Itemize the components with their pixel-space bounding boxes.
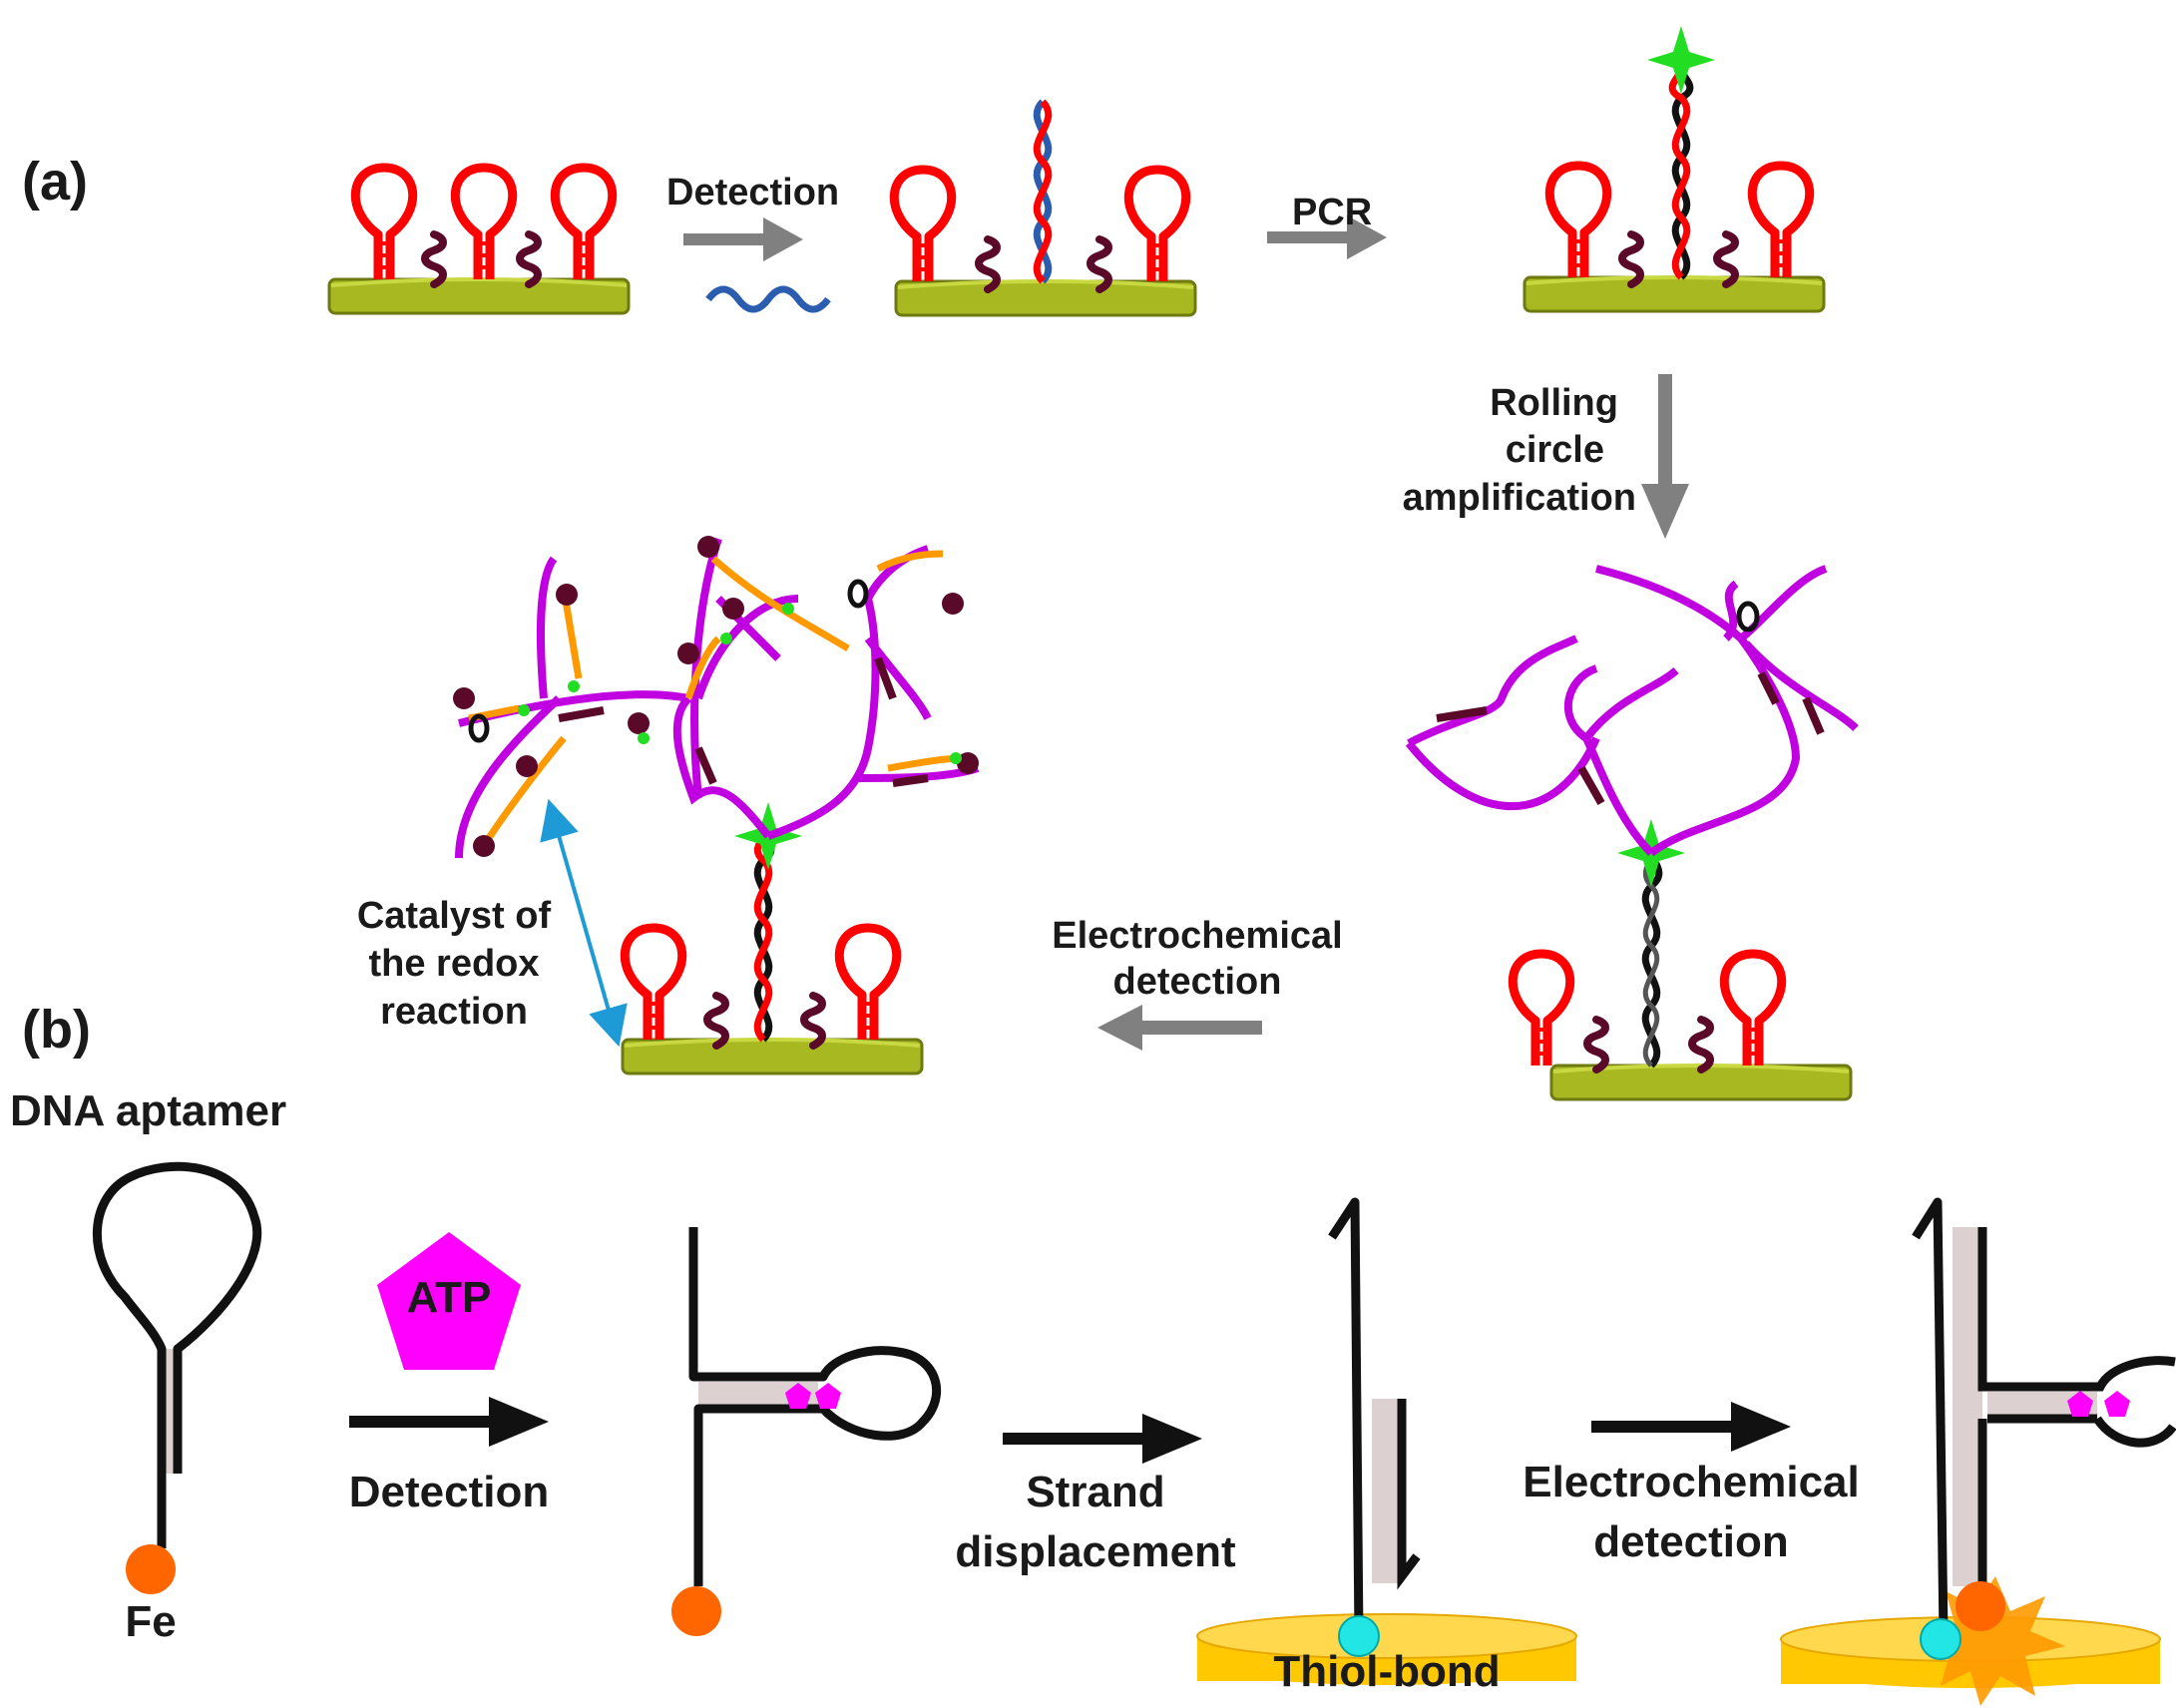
dna-aptamer-label: DNA aptamer (10, 1086, 286, 1135)
electrode-thiol (1196, 1197, 1577, 1685)
strand-arrow (1003, 1414, 1202, 1464)
fe-label: Fe (125, 1597, 176, 1646)
panel-label-b: (b) (22, 1000, 91, 1060)
electrochemical-label-b-1: Electrochemical (1523, 1458, 1860, 1506)
catalytic-complex (453, 536, 980, 1075)
thiol-label: Thiol-bond (1273, 1647, 1500, 1696)
target-strand-icon (705, 285, 831, 313)
strand-label-2: displacement (955, 1527, 1236, 1576)
electrochemical-arrow-b (1591, 1402, 1791, 1452)
pcr-label: PCR (1292, 192, 1372, 233)
rca-label-1: Rolling (1490, 382, 1618, 424)
electrode-final (1780, 1197, 2176, 1706)
electrochemical-label-b-2: detection (1593, 1517, 1789, 1566)
free-aptamer (92, 1161, 262, 1594)
electrochemical-arrow-a (1097, 1005, 1262, 1051)
detection-label-a: Detection (666, 172, 839, 214)
rca-label-2: circle (1506, 429, 1604, 471)
aptamer-atp-complex (671, 1227, 942, 1636)
strand-label-1: Strand (1026, 1468, 1164, 1516)
panel-label-a: (a) (22, 152, 88, 212)
detection-arrow-b (349, 1397, 549, 1447)
catalyst-label-2: the redox (368, 943, 539, 985)
detection-arrow-a (683, 217, 803, 261)
catalyst-label-3: reaction (380, 991, 528, 1033)
electrochemical-label-a-2: detection (1113, 961, 1282, 1003)
electrochemical-label-a-1: Electrochemical (1052, 915, 1342, 957)
rca-arrow (1641, 374, 1689, 539)
step3-sensor (1523, 26, 1826, 313)
step2-sensor (894, 99, 1197, 317)
step1-sensor (327, 168, 631, 315)
atp-label: ATP (407, 1273, 492, 1322)
catalyst-arrow (540, 798, 628, 1048)
rca-product (1405, 565, 1859, 1101)
atp-pentagon (377, 1232, 521, 1370)
detection-label-b: Detection (349, 1468, 549, 1516)
rca-label-3: amplification (1403, 477, 1636, 519)
catalyst-label-1: Catalyst of (357, 895, 552, 937)
